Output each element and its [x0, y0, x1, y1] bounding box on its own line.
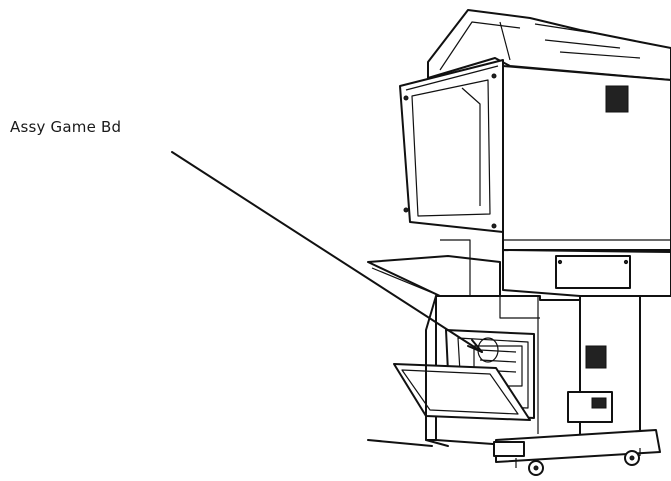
caster-left	[515, 458, 544, 476]
monitor-frame	[399, 59, 504, 233]
cabinet-hood	[427, 9, 671, 81]
caster-right	[624, 448, 641, 466]
callout-leader-game-board	[171, 151, 483, 353]
callout-leader-lower	[367, 439, 433, 447]
cabinet-left-edge	[425, 295, 449, 447]
coin-door-plate	[555, 255, 631, 289]
callout-lines	[171, 151, 483, 447]
coin-box	[567, 391, 613, 423]
speaker-grille-upper	[605, 85, 629, 113]
callout-label-assy-game-bd: Assy Game Bd	[10, 118, 122, 136]
upper-cabinet-body	[502, 65, 671, 251]
waist-band	[502, 249, 671, 297]
base-rail	[493, 429, 661, 476]
speaker-grille-lower	[585, 345, 607, 369]
control-panel	[367, 239, 501, 297]
callout-arrowhead	[467, 339, 483, 353]
hinged-door	[393, 363, 531, 421]
